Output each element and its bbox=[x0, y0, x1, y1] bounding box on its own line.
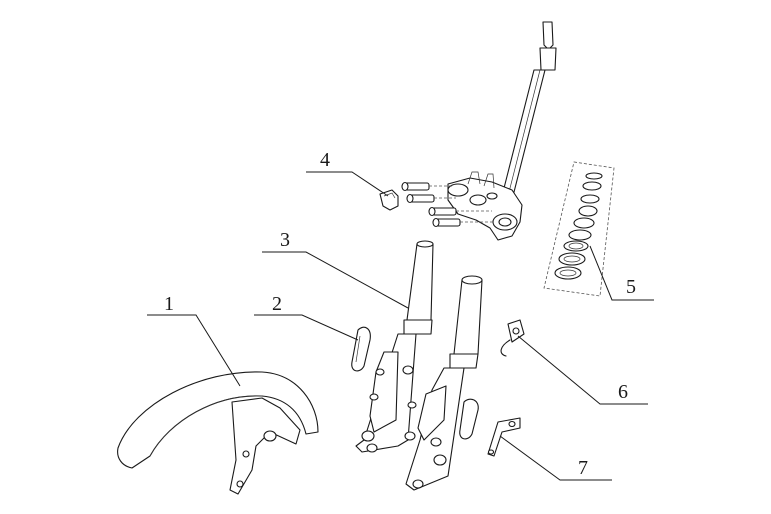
part-1-front-fender bbox=[117, 371, 319, 495]
part-3-fork-leg-left bbox=[355, 240, 434, 453]
fork-leg-right bbox=[404, 275, 483, 491]
callout-1: 1 bbox=[164, 293, 174, 315]
callout-4: 4 bbox=[320, 149, 330, 171]
pinch-bolt-lower-a bbox=[428, 206, 492, 217]
pinch-bolt-middle bbox=[406, 193, 456, 204]
part-6-cable-clip bbox=[500, 319, 525, 357]
part-2-seal bbox=[351, 326, 371, 372]
callout-5: 5 bbox=[626, 276, 636, 298]
part-4-clip bbox=[379, 189, 399, 211]
callout-3: 3 bbox=[280, 229, 290, 251]
part-7-bracket bbox=[487, 417, 521, 457]
pinch-bolt-lower-b bbox=[432, 217, 494, 228]
callout-6: 6 bbox=[618, 381, 628, 403]
part-5-bearing-set bbox=[543, 161, 615, 297]
pinch-bolt-upper bbox=[401, 181, 452, 192]
leader-lines bbox=[147, 171, 654, 481]
steering-stem-assembly bbox=[401, 21, 557, 241]
callout-7: 7 bbox=[578, 457, 588, 479]
callout-2: 2 bbox=[272, 293, 282, 315]
